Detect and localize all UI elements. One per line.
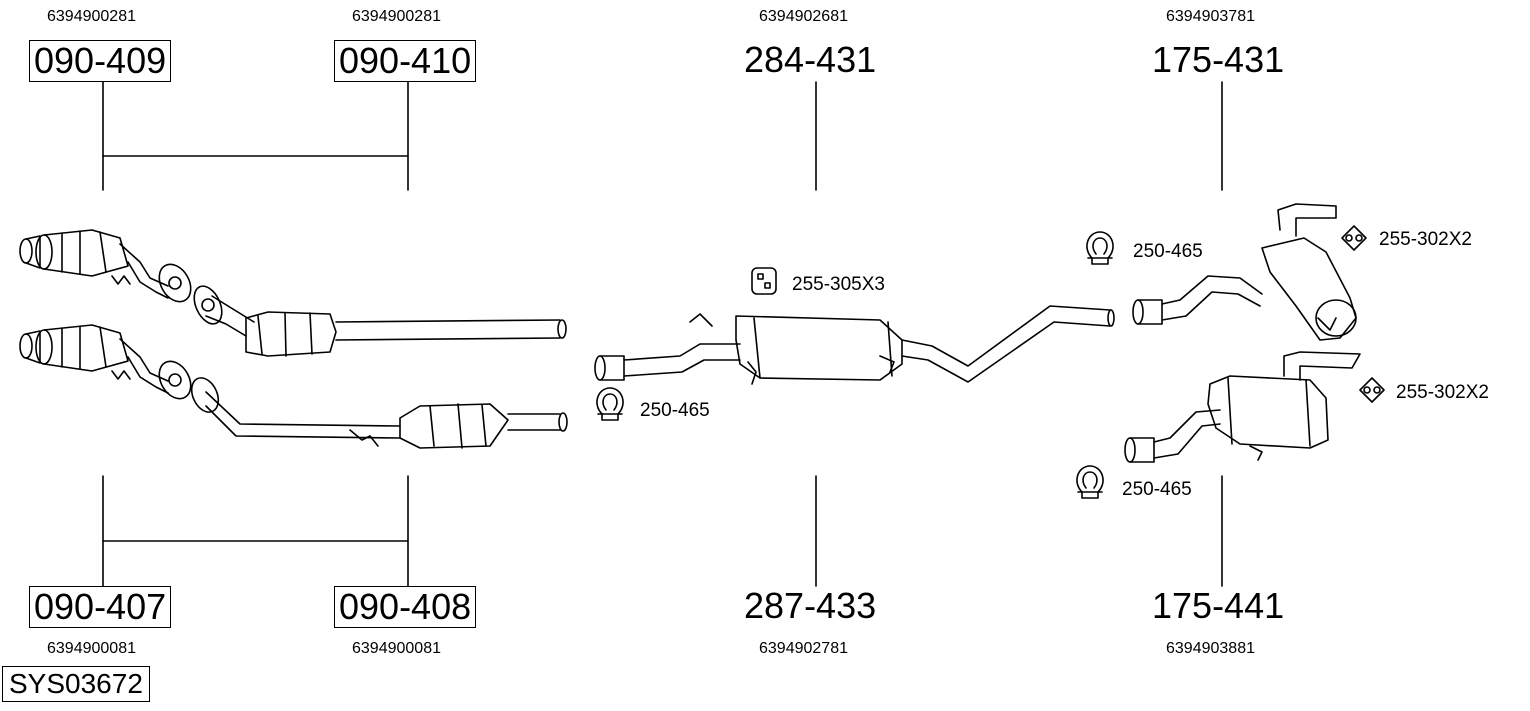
- pipe-clamp-icon: [1086, 231, 1114, 265]
- leader-lines: [102, 81, 1223, 587]
- part-code-label[interactable]: 090-410: [334, 40, 477, 82]
- catalyst-manifold-upper[interactable]: [19, 229, 197, 307]
- accessory-label[interactable]: 255-302X2: [1379, 229, 1472, 250]
- part-oem-number: 6394902781: [759, 640, 848, 657]
- part-oem-number: 6394902681: [759, 8, 848, 25]
- accessory-label[interactable]: 255-305X3: [792, 274, 885, 295]
- part-oem-number: 6394900281: [47, 8, 136, 25]
- part-code-label[interactable]: 090-409: [29, 40, 172, 82]
- part-code-label[interactable]: 090-407: [29, 586, 172, 628]
- accessory-label[interactable]: 255-302X2: [1396, 382, 1489, 403]
- rear-silencer-upper[interactable]: [1132, 203, 1357, 341]
- part-oem-number: 6394903881: [1166, 640, 1255, 657]
- part-code-label[interactable]: 175-431: [1152, 39, 1285, 80]
- front-pipe-upper[interactable]: [189, 282, 567, 357]
- rubber-hanger-icon: [751, 267, 777, 295]
- catalyst-manifold-lower[interactable]: [19, 324, 197, 404]
- accessory-label[interactable]: 250-465: [1133, 241, 1203, 262]
- system-id-label: SYS03672: [2, 666, 150, 702]
- front-pipe-lower[interactable]: [187, 374, 568, 449]
- part-code-label[interactable]: 175-441: [1152, 585, 1285, 626]
- rubber-mount-icon: [1341, 225, 1367, 251]
- accessory-label[interactable]: 250-465: [1122, 479, 1192, 500]
- part-code-label[interactable]: 284-431: [744, 39, 877, 80]
- part-oem-number: 6394900081: [47, 640, 136, 657]
- pipe-clamp-icon: [596, 387, 624, 421]
- part-code-label[interactable]: 287-433: [744, 585, 877, 626]
- pipe-clamp-icon: [1076, 465, 1104, 499]
- rear-silencer-lower[interactable]: [1124, 351, 1361, 463]
- rubber-mount-icon: [1359, 377, 1385, 403]
- part-oem-number: 6394900281: [352, 8, 441, 25]
- part-oem-number: 6394900081: [352, 640, 441, 657]
- centre-silencer[interactable]: [594, 305, 1115, 385]
- part-oem-number: 6394903781: [1166, 8, 1255, 25]
- accessory-label[interactable]: 250-465: [640, 400, 710, 421]
- part-code-label[interactable]: 090-408: [334, 586, 477, 628]
